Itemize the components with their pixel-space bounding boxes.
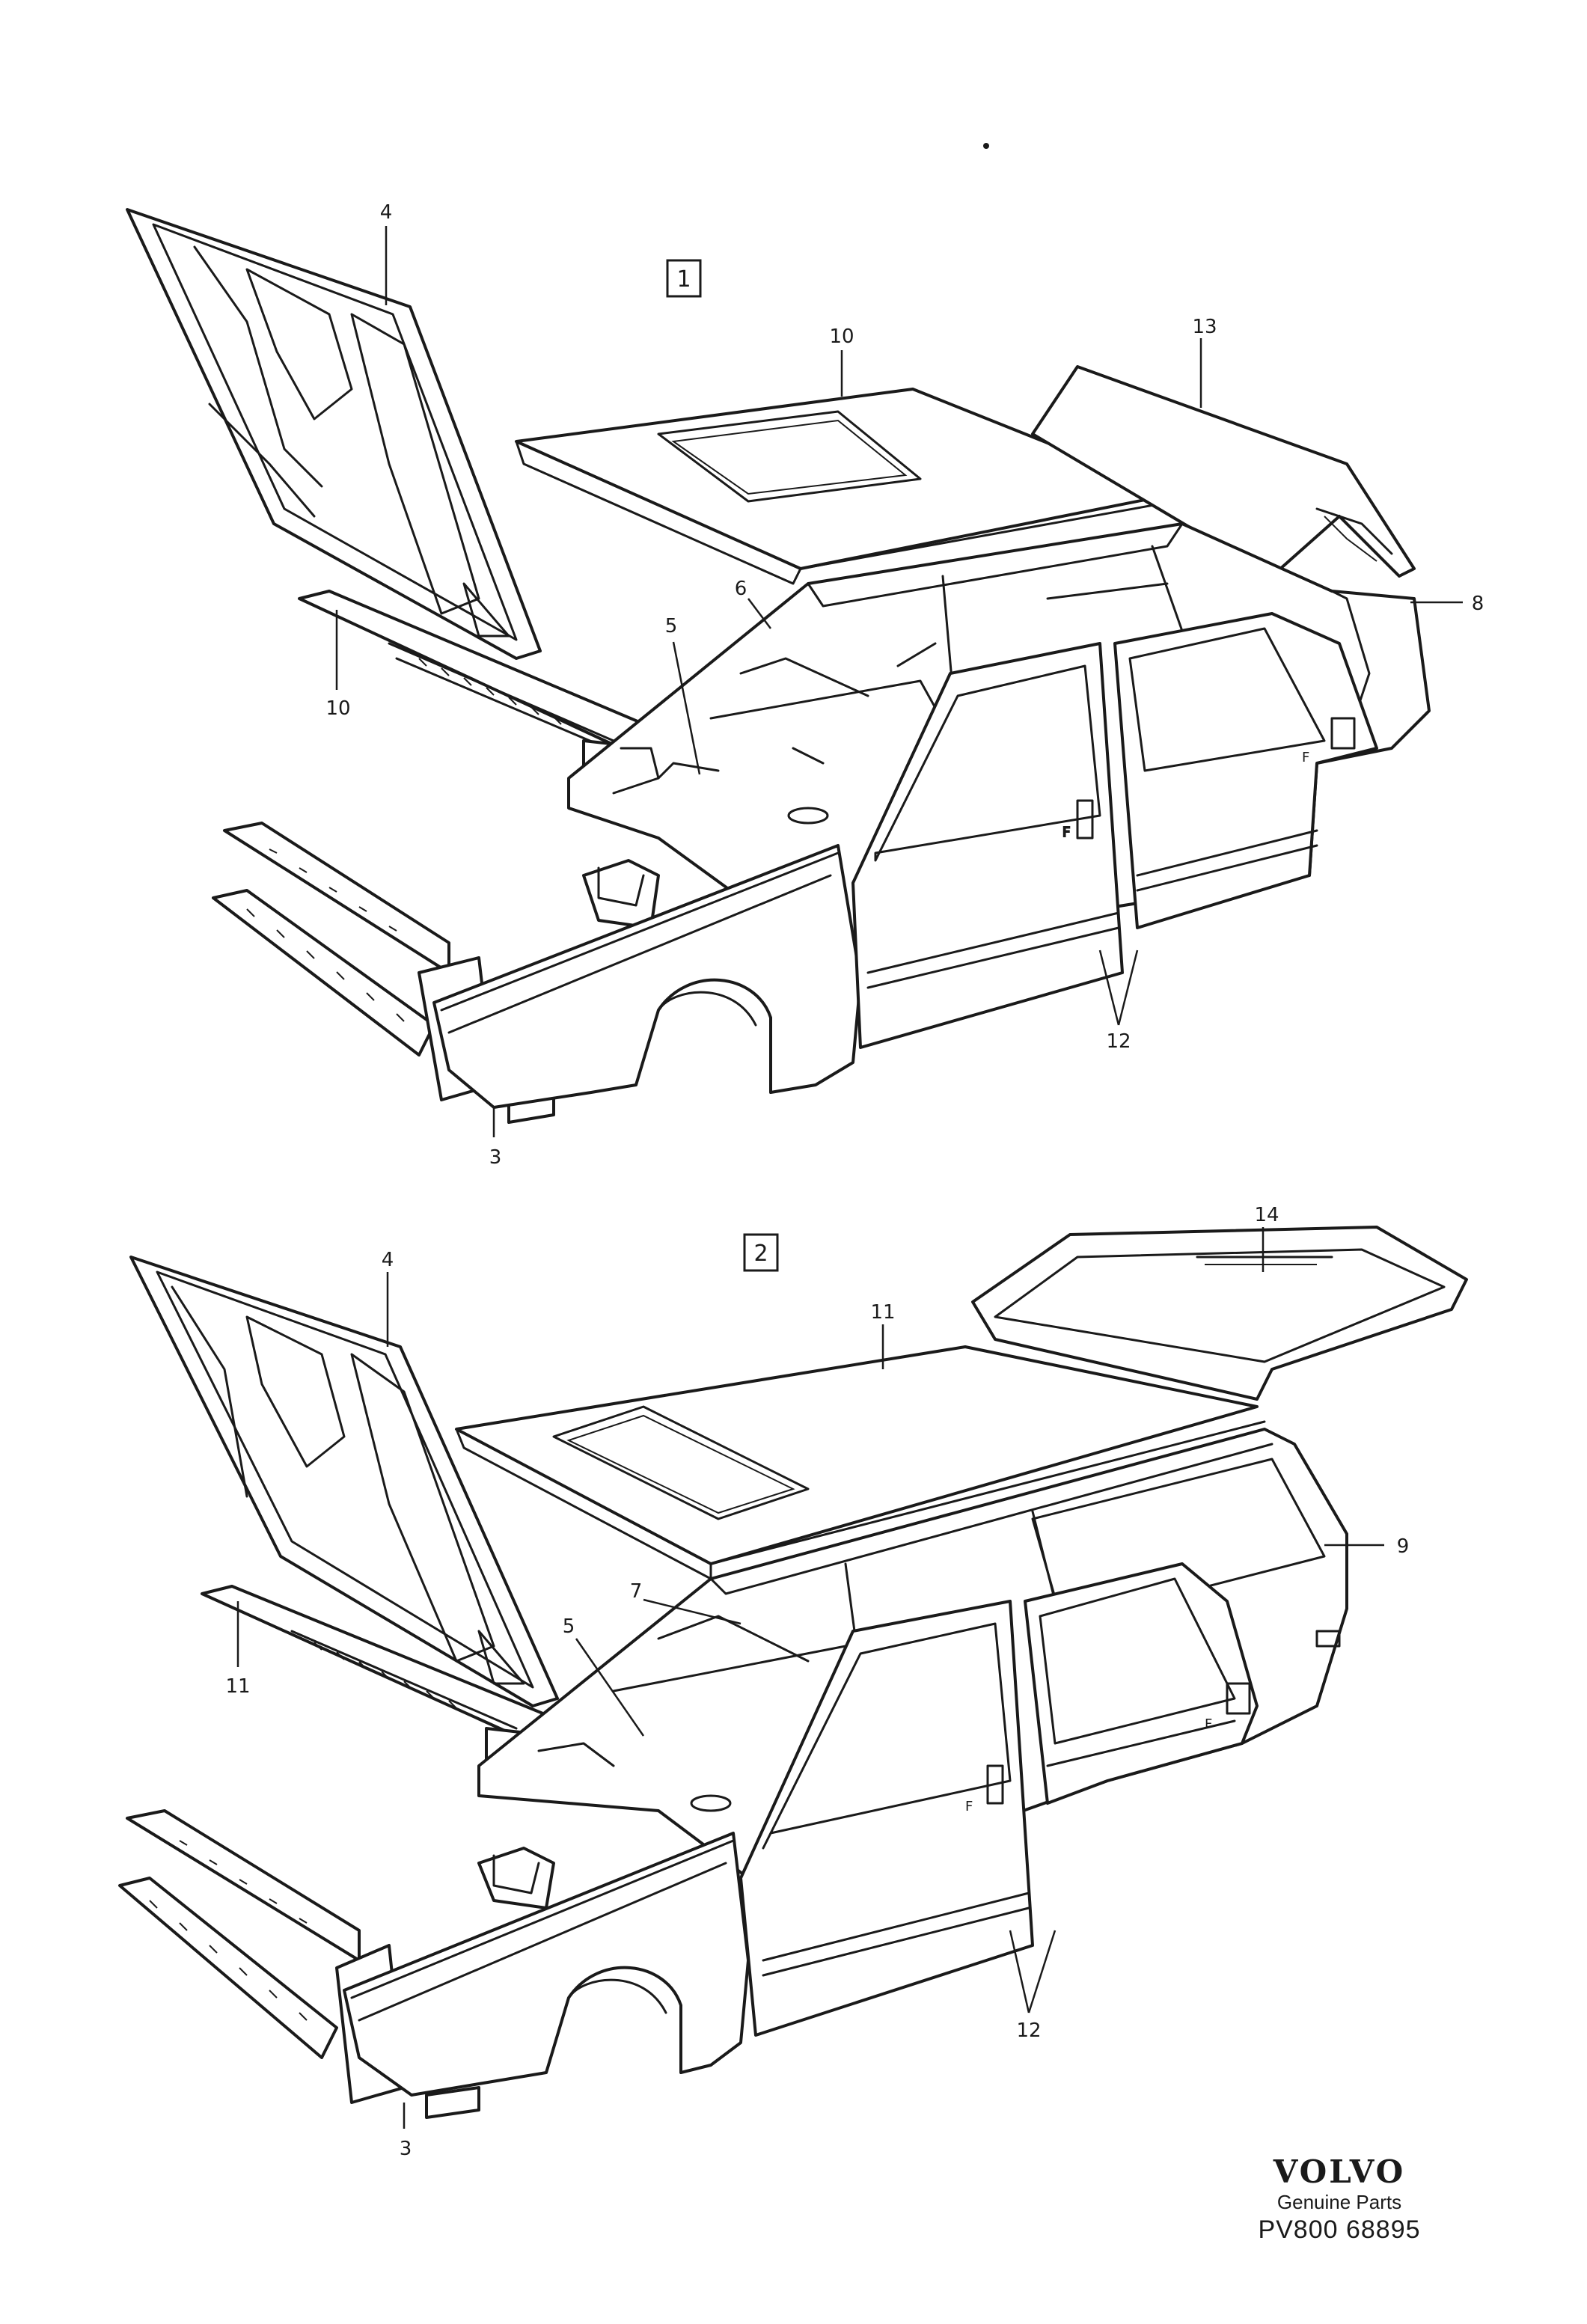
callout-front-member: 3 [400, 2138, 412, 2160]
svg-text:F: F [1302, 750, 1309, 765]
view-2-leaders [236, 1227, 1384, 2129]
estate-hood [129, 1256, 559, 1707]
brand-subtitle: Genuine Parts [1276, 2191, 1402, 2213]
brand-block: VOLVO Genuine Parts PV800 68895 [1242, 2155, 1437, 2245]
sedan-body-view: 1 [126, 201, 1484, 1169]
sedan-front-fender [432, 844, 862, 1109]
callout-doors: 12 [1106, 1030, 1131, 1053]
sedan-trunk-lid [1031, 365, 1416, 578]
estate-tailgate [971, 1226, 1468, 1401]
callout-front-member: 3 [489, 1146, 502, 1169]
estate-body-view: 2 [118, 1204, 1468, 2160]
callout-a-pillar: 5 [563, 1615, 575, 1638]
svg-text:F: F [1205, 1716, 1212, 1732]
callout-a-pillar: 5 [665, 615, 678, 637]
sedan-front-door: F [851, 642, 1124, 1049]
callout-roof: 10 [829, 325, 854, 348]
view-1-leaders [335, 226, 1463, 1137]
callout-rear-quarter: 8 [1472, 593, 1484, 615]
callout-trunk-lid: 13 [1192, 316, 1217, 338]
estate-rear-door: F [1024, 1562, 1259, 1805]
callout-rear-side: 9 [1397, 1535, 1410, 1558]
svg-text:1: 1 [676, 266, 691, 293]
sedan-hood [126, 208, 542, 660]
view-2-frame-label: 2 [743, 1233, 779, 1272]
svg-text:F: F [1062, 825, 1070, 840]
estate-roof-panel [455, 1345, 1266, 1580]
estate-front-door: F [739, 1600, 1034, 2037]
estate-front-fender [343, 1832, 750, 2097]
sedan-rear-door: F [1113, 612, 1378, 929]
callout-inner-panel: 7 [630, 1580, 643, 1603]
callout-hood: 4 [382, 1249, 394, 1271]
callout-cowl: 11 [225, 1675, 250, 1698]
ink-dot [983, 143, 989, 149]
volvo-logo: VOLVO [1273, 2153, 1406, 2190]
svg-text:F: F [965, 1799, 973, 1814]
callout-doors: 12 [1016, 2019, 1041, 2042]
callout-inner-panel: 6 [735, 578, 747, 600]
callout-cowl: 10 [325, 697, 350, 720]
callout-tailgate: 14 [1254, 1204, 1279, 1226]
view-1-frame-label: 1 [666, 259, 702, 298]
sedan-roof-panel [515, 388, 1176, 585]
callout-roof: 11 [870, 1301, 895, 1324]
diagram-code: PV800 68895 [1258, 2216, 1421, 2244]
callout-hood: 4 [380, 201, 393, 224]
svg-text:2: 2 [753, 1241, 768, 1267]
